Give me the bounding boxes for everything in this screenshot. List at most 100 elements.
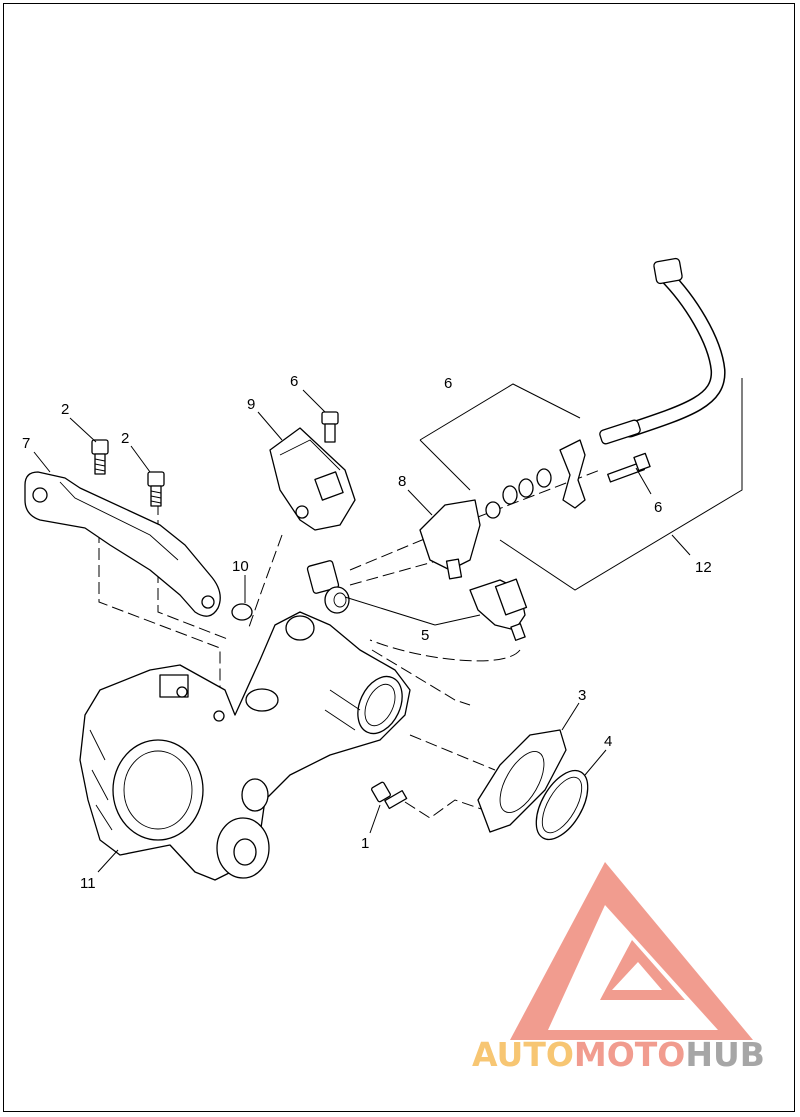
watermark-text: AUTOMOTOHUB <box>472 1035 765 1074</box>
throttle-bore <box>112 739 204 841</box>
sensor-part-9 <box>269 427 356 531</box>
leader-2b <box>130 445 151 473</box>
leader-6b-bracket <box>419 383 581 441</box>
callout-2a: 2 <box>61 401 69 418</box>
fitting-body <box>419 499 481 571</box>
assembly-lines <box>98 469 601 819</box>
leader-3 <box>561 702 580 731</box>
injector-part-5 <box>469 578 528 641</box>
dash-connector <box>349 559 441 586</box>
screw-head <box>321 411 339 425</box>
callout-3: 3 <box>578 687 586 704</box>
callout-2b: 2 <box>121 430 129 447</box>
plug-body <box>231 603 253 621</box>
callout-10: 10 <box>232 558 249 575</box>
callout-6a: 6 <box>290 373 298 390</box>
logo-m-gap <box>612 962 662 990</box>
dash-gasket <box>409 734 496 771</box>
screw-head <box>633 452 651 472</box>
o-ring <box>485 501 501 519</box>
leader-2a <box>69 417 97 443</box>
callout-11: 11 <box>80 875 96 892</box>
callout-4: 4 <box>604 733 612 750</box>
seal-part-4 <box>535 769 589 841</box>
connector-seal <box>324 586 350 614</box>
callout-6c: 6 <box>654 499 662 516</box>
seal-ring-inner <box>541 776 583 834</box>
leader-9 <box>257 411 283 441</box>
bracket-hole-left <box>32 487 48 503</box>
bracket-boss <box>213 710 225 722</box>
throttle-bore-inner <box>123 750 193 830</box>
sensor-top-edge <box>279 439 341 471</box>
leader-1 <box>369 804 381 834</box>
leader-4 <box>584 749 607 776</box>
intake-port <box>357 675 403 735</box>
leader-12-bracket <box>499 378 743 591</box>
screw-part-2b <box>147 471 165 507</box>
gasket-part-3 <box>477 729 567 833</box>
screw-part-6a <box>321 411 339 443</box>
watermark-hub: HUB <box>685 1035 765 1074</box>
bracket-body <box>24 471 221 617</box>
screw-part-6b <box>607 452 651 483</box>
leader-6c <box>635 467 652 495</box>
hose-fitting-end <box>599 419 641 445</box>
screw-part-1 <box>371 781 408 810</box>
dash-injector-loop <box>369 639 521 662</box>
leader-7 <box>33 451 51 473</box>
leader-5 <box>344 596 481 626</box>
throttle-tab-hole <box>176 686 188 698</box>
callout-6b: 6 <box>444 375 452 392</box>
leader-lines <box>33 378 743 873</box>
fitting-nipple <box>445 558 463 580</box>
leader-12 <box>671 534 691 556</box>
hose-fitting-top <box>653 257 683 285</box>
automotohub-logo <box>510 862 753 1040</box>
leader-11 <box>97 849 119 873</box>
leader-6b-down <box>419 439 471 491</box>
hose-fill <box>624 269 725 436</box>
hose-outline <box>622 267 726 438</box>
diagram-border <box>3 3 795 1112</box>
watermark-moto: MOTO <box>574 1035 685 1074</box>
bracket-part-7 <box>24 471 221 617</box>
fitting-part-8 <box>419 499 481 580</box>
sensor-connector <box>314 471 344 501</box>
sensor-mount-hole <box>295 505 309 519</box>
watermark-auto: AUTO <box>472 1035 574 1074</box>
intake-port-inner <box>364 683 396 727</box>
screw-shank <box>384 790 408 810</box>
throttle-boss-center <box>233 838 257 866</box>
leader-6a <box>302 389 326 413</box>
leader-8 <box>407 489 433 516</box>
callout-1: 1 <box>361 835 369 852</box>
runner-edge <box>324 689 361 731</box>
throttle-body-part-11 <box>79 611 411 881</box>
o-ring <box>518 478 534 498</box>
connector-housing <box>306 560 340 594</box>
dash-injector <box>371 649 471 706</box>
gasket-hole <box>499 751 545 813</box>
throttle-port <box>241 778 269 812</box>
bracket-edge <box>59 481 179 561</box>
screw-thread <box>94 458 106 472</box>
connector-seal-inner <box>333 592 347 608</box>
callout-8: 8 <box>398 473 406 490</box>
dash-sensor <box>247 534 283 631</box>
sensor-body <box>269 427 356 531</box>
bracket-hole-right <box>201 595 215 609</box>
callout-labels: 2 2 7 9 6 6 6 8 10 5 12 3 4 1 11 <box>22 373 712 892</box>
sensor-port <box>285 615 315 641</box>
injector-tip <box>510 623 526 641</box>
dash-screw <box>404 799 491 819</box>
fuel-line-part-12 <box>599 257 726 445</box>
callout-5: 5 <box>421 627 429 644</box>
callout-9: 9 <box>247 396 255 413</box>
screw-head <box>147 471 165 487</box>
o-rings <box>485 468 552 519</box>
screw-thread <box>150 490 162 504</box>
o-ring <box>502 485 518 505</box>
seal-part-5 <box>306 560 350 614</box>
